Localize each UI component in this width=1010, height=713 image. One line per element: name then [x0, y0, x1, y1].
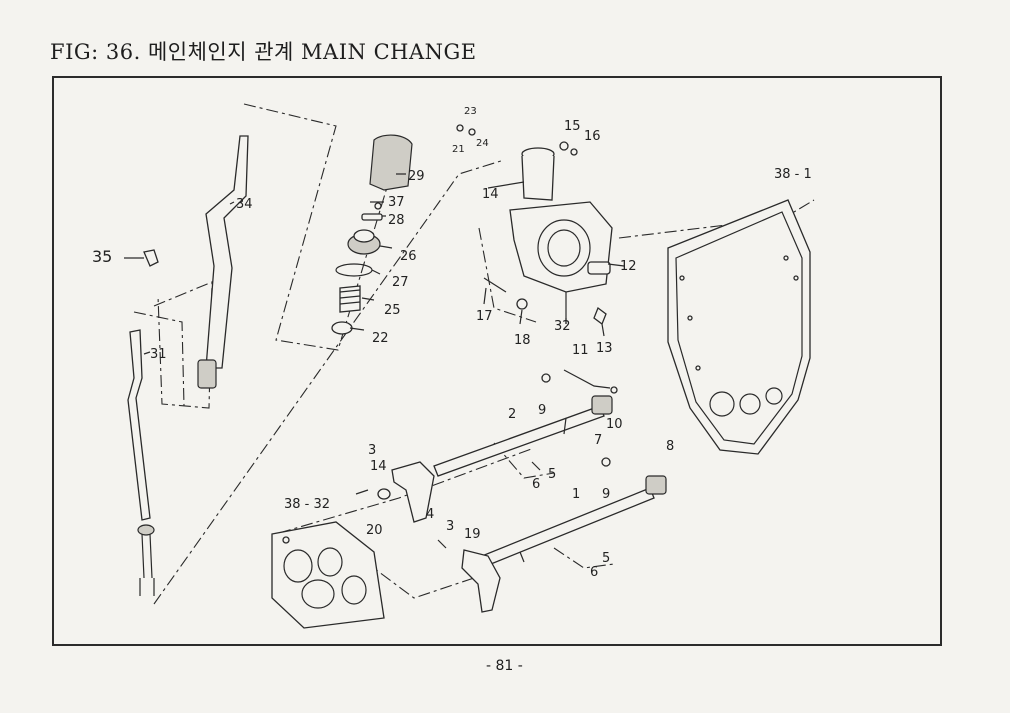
label-6a: 6: [532, 477, 540, 492]
page-number: - 81 -: [486, 658, 523, 674]
label-11: 11: [572, 343, 589, 358]
label-22: 22: [372, 331, 389, 346]
label-32: 32: [554, 319, 571, 334]
label-26: 26: [400, 249, 417, 264]
label-14a: 14: [482, 187, 499, 202]
label-34: 34: [236, 197, 253, 212]
label-13: 13: [596, 341, 613, 356]
gear-case: [271, 521, 385, 629]
shift-lever-31: [127, 329, 155, 596]
exploded-diagram: 34 35 31 29 37 28 26 27 25 22 23 21 24 1…: [92, 103, 815, 629]
label-18: 18: [514, 333, 531, 348]
label-35: 35: [92, 247, 112, 266]
label-28: 28: [388, 213, 405, 228]
label-20: 20: [366, 523, 383, 538]
label-19: 19: [464, 527, 481, 542]
label-8: 8: [666, 439, 674, 454]
label-21: 21: [452, 144, 465, 155]
label-16: 16: [584, 129, 601, 144]
label-37: 37: [388, 195, 405, 210]
label-5b: 5: [602, 551, 610, 566]
label-29: 29: [408, 169, 425, 184]
figure-title: FIG: 36. 메인체인지 관계 MAIN CHANGE: [50, 40, 477, 64]
leader-lines: [124, 173, 625, 563]
label-17: 17: [476, 309, 493, 324]
label-1: 1: [572, 487, 580, 502]
shift-rod-1: [461, 457, 667, 613]
label-3b: 3: [446, 519, 454, 534]
label-25: 25: [384, 303, 401, 318]
label-38-1: 38 - 1: [774, 167, 812, 182]
label-15: 15: [564, 119, 581, 134]
callout-labels: 34 35 31 29 37 28 26 27 25 22 23 21 24 1…: [92, 106, 812, 580]
pin-35: [143, 249, 159, 267]
diagram-frame: 34 35 31 29 37 28 26 27 25 22 23 21 24 1…: [52, 76, 942, 646]
shift-rod-2: [377, 369, 618, 523]
label-3a: 3: [368, 443, 376, 458]
label-4: 4: [426, 507, 434, 522]
transmission-case: [667, 199, 811, 455]
label-10: 10: [606, 417, 623, 432]
knob-assembly: [331, 134, 413, 335]
label-24: 24: [476, 138, 489, 149]
shift-lever-34: [197, 135, 249, 389]
label-14b: 14: [370, 459, 387, 474]
label-38-32: 38 - 32: [284, 497, 330, 512]
label-12: 12: [620, 259, 637, 274]
label-23: 23: [464, 106, 477, 117]
label-7: 7: [594, 433, 602, 448]
label-2: 2: [508, 407, 516, 422]
label-27: 27: [392, 275, 409, 290]
label-9a: 9: [538, 403, 546, 418]
label-9b: 9: [602, 487, 610, 502]
label-31: 31: [150, 347, 167, 362]
label-5a: 5: [548, 467, 556, 482]
housing-assembly: [456, 124, 613, 326]
label-6b: 6: [590, 565, 598, 580]
